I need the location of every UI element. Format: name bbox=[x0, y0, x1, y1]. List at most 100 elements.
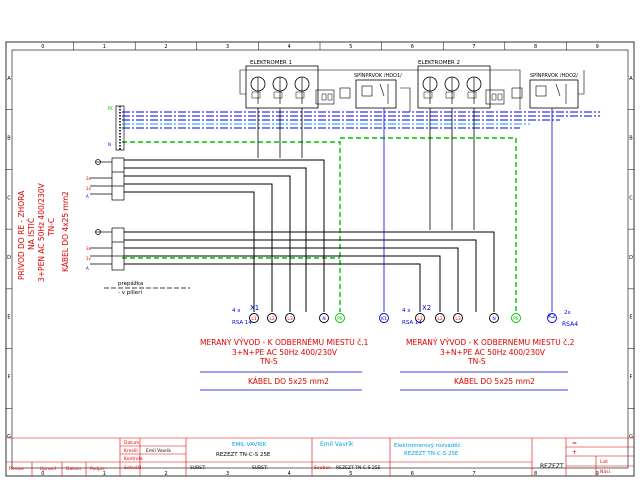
tb-soubor: Soubor: bbox=[314, 465, 331, 471]
breaker-label-1x-a: 1x bbox=[86, 186, 92, 191]
tb-author2: Emil Vavrík bbox=[320, 441, 354, 448]
block1-net: TN-S bbox=[259, 357, 278, 366]
tb-rezezt: REZEZT bbox=[540, 463, 564, 470]
tb-drawing: REZEZT TN-C-S 25E bbox=[216, 452, 271, 458]
tb-role-kontrola: Kontrola bbox=[124, 456, 143, 462]
row-letter: C bbox=[629, 195, 633, 201]
column-number: 3 bbox=[226, 471, 229, 477]
tb-role-kreslil: Kreslil bbox=[124, 448, 138, 454]
tb-list: List bbox=[600, 459, 608, 465]
terminal-circle bbox=[249, 313, 259, 323]
row-letter: D bbox=[7, 255, 11, 261]
column-number: 0 bbox=[41, 471, 44, 477]
meter-2-label: ELEKTROMER 2 bbox=[418, 60, 460, 66]
row-letter: C bbox=[7, 195, 11, 201]
column-number: 6 bbox=[411, 44, 414, 50]
supply-text-block: PRÍVOD DO RE - ZHORA NA ISTIČ 3+PEN AC 5… bbox=[17, 182, 70, 282]
terminal-label: L3 bbox=[455, 316, 461, 322]
row-letter: A bbox=[629, 76, 633, 82]
tb-subst-2: SUBST: bbox=[252, 465, 268, 471]
k2-label: K2 bbox=[548, 313, 556, 320]
row-letter: A bbox=[7, 76, 11, 82]
x2-label: X2 bbox=[422, 304, 431, 312]
terminal-label: L1 bbox=[417, 316, 423, 322]
terminal-k2 bbox=[547, 313, 557, 323]
row-letter: B bbox=[7, 136, 11, 142]
terminal-circle bbox=[267, 313, 277, 323]
v-pilieri-label: - v pilieri bbox=[118, 290, 142, 296]
column-number: 7 bbox=[472, 44, 475, 50]
block2-spec: 3+N+PE AC 50Hz 400/230V bbox=[440, 348, 546, 357]
row-letter: G bbox=[7, 434, 11, 440]
switch-1-label: SPÍNPRVOK /HDO1/ bbox=[354, 72, 402, 79]
feed-wires-1 bbox=[124, 159, 325, 312]
left-rail bbox=[115, 105, 125, 151]
terminal-label: L3 bbox=[287, 316, 293, 322]
terminal-group-2: L1 L2 L3 N PE bbox=[415, 313, 521, 323]
meter-2: ELEKTROMER 2 bbox=[417, 60, 505, 109]
terminal-circle bbox=[453, 313, 463, 323]
row-letter: B bbox=[629, 136, 633, 142]
switch-1: SPÍNPRVOK /HDO1/ bbox=[339, 72, 402, 109]
meter-1: ELEKTROMER 1 bbox=[245, 60, 335, 109]
terminal-circle bbox=[415, 313, 425, 323]
block2-net: TN-S bbox=[467, 357, 486, 366]
column-number: 1 bbox=[103, 471, 106, 477]
k2-sub: RSA4 bbox=[562, 321, 578, 328]
tb-soubor-val: REZEZT TN-C-S 25E bbox=[336, 465, 381, 471]
breaker-label-a-a: A bbox=[86, 194, 89, 199]
output-block-2: MERANÝ VÝVOD - K ODBERNÉMU MIESTU č.2 3+… bbox=[400, 338, 575, 391]
breaker-label-a-b: A bbox=[86, 266, 89, 271]
row-letter: F bbox=[8, 374, 11, 380]
row-letter: D bbox=[629, 255, 633, 261]
tb-role-datum: Datum bbox=[124, 440, 139, 446]
column-number: 9 bbox=[596, 471, 599, 477]
row-letter: F bbox=[630, 374, 633, 380]
tb-subst-1: SUBST: bbox=[190, 465, 206, 471]
terminal-label: PE bbox=[513, 316, 519, 322]
inner-border bbox=[11, 49, 629, 469]
terminal-label: N bbox=[492, 316, 495, 322]
output-block-1: MERANÝ VÝVOD - K ODBERNÉMU MIESTU č.1 3+… bbox=[200, 338, 369, 391]
tb-minus: = bbox=[572, 440, 577, 447]
tb-header-podpis: Podpis bbox=[90, 466, 105, 472]
terminal-circle bbox=[285, 313, 295, 323]
breaker-label-3x-a: 3x bbox=[86, 176, 92, 181]
supply-text-3: 3+PEN AC 50Hz 400/230V bbox=[37, 182, 46, 282]
terminal-label: L2 bbox=[269, 316, 275, 322]
x2-sub: RSA 14 bbox=[402, 320, 422, 326]
x1-sub: RSA 14 bbox=[232, 320, 252, 326]
breaker-label-3x-b: 3x bbox=[86, 246, 92, 251]
terminal-label: PE bbox=[337, 316, 343, 322]
block1-spec: 3+N+PE AC 50Hz 400/230V bbox=[232, 348, 338, 357]
column-number: 4 bbox=[288, 471, 291, 477]
tb-kreslil-name: Emil Vavrik bbox=[146, 448, 171, 454]
tb-header-datum: Datum bbox=[66, 466, 81, 472]
tb-desc-title: Elektromerový rozváděč bbox=[394, 442, 461, 449]
block1-title: MERANÝ VÝVOD - K ODBERNÉMU MIESTU č.1 bbox=[200, 338, 369, 347]
supply-text-5: KÁBEL DO 4x25 mm2 bbox=[61, 191, 70, 272]
terminal-circle bbox=[511, 313, 521, 323]
breaker-group-1 bbox=[90, 157, 125, 201]
terminal-k1: K1 bbox=[379, 313, 389, 323]
outer-border bbox=[5, 41, 635, 477]
bar-label-n: N bbox=[108, 142, 111, 147]
terminal-k1-label: K1 bbox=[381, 316, 387, 322]
column-number: 6 bbox=[411, 471, 414, 477]
meter-drop-wires bbox=[257, 108, 475, 230]
terminal-circle bbox=[489, 313, 499, 323]
terminal-circle bbox=[335, 313, 345, 323]
column-number: 2 bbox=[164, 471, 167, 477]
terminal-label: L2 bbox=[437, 316, 443, 322]
tb-role-schvalil: Schválil bbox=[124, 464, 141, 471]
x1-label: X1 bbox=[250, 304, 259, 312]
pe-green-lines bbox=[122, 137, 517, 312]
breaker-label-1x-b: 1x bbox=[86, 256, 92, 261]
x1-prefix: 4 x bbox=[232, 308, 241, 314]
breaker-group-2 bbox=[90, 227, 125, 271]
